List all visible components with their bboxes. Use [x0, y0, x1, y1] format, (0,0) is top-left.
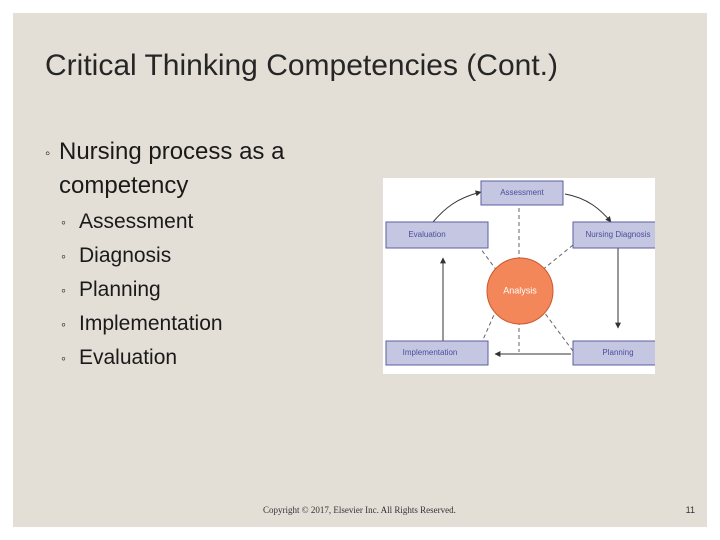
- sub-bullet-implementation: ◦Implementation: [61, 307, 359, 341]
- box-planning: Planning: [572, 340, 655, 366]
- center-analysis: Analysis: [486, 257, 554, 325]
- svg-text:Analysis: Analysis: [503, 285, 537, 295]
- sub-bullet-list: ◦Assessment ◦Diagnosis ◦Planning ◦Implem…: [45, 205, 359, 375]
- arrow-evaluation-to-assessment: [432, 190, 482, 223]
- svg-text:Nursing Diagnosis: Nursing Diagnosis: [586, 230, 651, 239]
- sub-bullet-diagnosis: ◦Diagnosis: [61, 239, 359, 273]
- spoke-nursing-diagnosis: [540, 244, 574, 272]
- bullet-item: ◦ Nursing process as a competency: [45, 135, 359, 203]
- slide-title: Critical Thinking Competencies (Cont.): [45, 49, 558, 82]
- svg-text:Evaluation: Evaluation: [408, 230, 445, 239]
- box-assessment: Assessment: [480, 180, 564, 206]
- nursing-process-diagram: Assessment Evaluation Nursing Diagnosis …: [383, 178, 655, 374]
- bullet-marker: ◦: [61, 248, 66, 264]
- arrow-assessment-to-diagnosis: [564, 193, 612, 223]
- svg-text:Planning: Planning: [602, 348, 633, 357]
- spoke-planning: [540, 307, 574, 352]
- box-evaluation: Evaluation: [385, 221, 489, 249]
- bullet-marker: ◦: [61, 282, 66, 298]
- cycle-arrows: [432, 190, 621, 357]
- bullet-text: Nursing process as a competency: [59, 138, 285, 199]
- box-implementation: Implementation: [385, 340, 489, 366]
- bullet-marker: ◦: [61, 316, 66, 332]
- svg-text:Assessment: Assessment: [500, 188, 544, 197]
- bullet-marker: ◦: [61, 350, 66, 366]
- diagram-svg: Assessment Evaluation Nursing Diagnosis …: [385, 180, 655, 366]
- sub-bullet-evaluation: ◦Evaluation: [61, 341, 359, 375]
- bullet-list: ◦ Nursing process as a competency ◦Asses…: [45, 135, 359, 375]
- slide: Critical Thinking Competencies (Cont.) ◦…: [13, 13, 707, 527]
- sub-bullet-planning: ◦Planning: [61, 273, 359, 307]
- box-nursing-diagnosis: Nursing Diagnosis: [572, 221, 655, 249]
- spoke-evaluation: [477, 244, 498, 272]
- bullet-marker: ◦: [45, 145, 51, 162]
- page-number: 11: [685, 505, 695, 515]
- sub-bullet-assessment: ◦Assessment: [61, 205, 359, 239]
- bullet-marker: ◦: [61, 214, 66, 230]
- svg-text:Implementation: Implementation: [403, 348, 458, 357]
- copyright-footer: Copyright © 2017, Elsevier Inc. All Righ…: [263, 505, 456, 515]
